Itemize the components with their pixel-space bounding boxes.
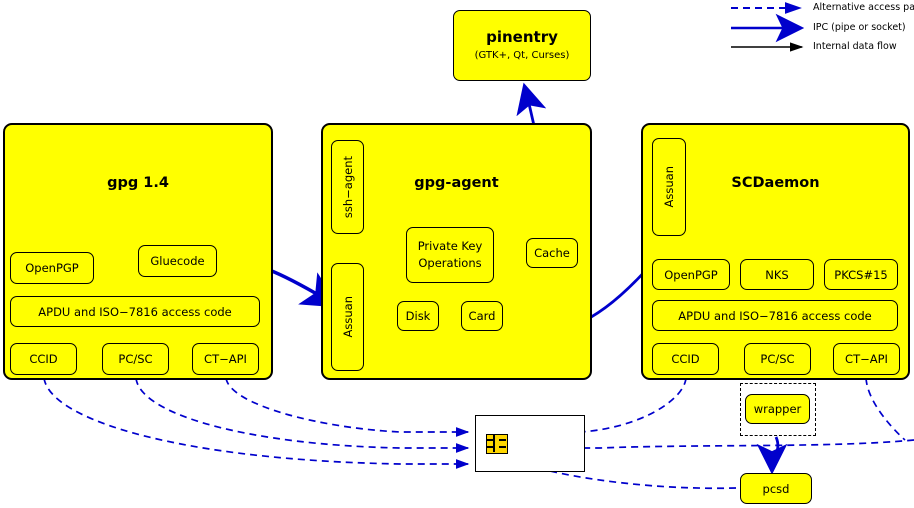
scdaemon-ctapi-label: CT−API (845, 352, 888, 366)
scdaemon-title: SCDaemon (731, 175, 820, 191)
gpgagent-title: gpg-agent (414, 175, 499, 191)
gpg-pcsc-label: PC/SC (118, 352, 153, 366)
wrapper-group (740, 383, 816, 436)
scdaemon-openpgp-box[interactable]: OpenPGP (652, 259, 730, 290)
gpgagent-ssh-agent-box[interactable]: ssh−agent (331, 140, 364, 234)
gpg-apdu-label: APDU and ISO−7816 access code (38, 304, 232, 319)
scdaemon-nks-box[interactable]: NKS (740, 259, 814, 290)
pcsd-box[interactable]: pcsd (740, 473, 812, 504)
scdaemon-pcsc-label: PC/SC (760, 352, 795, 366)
smartcard-chip-contact (493, 434, 495, 452)
scdaemon-apdu-label: APDU and ISO−7816 access code (678, 308, 872, 323)
gpg-openpgp-label: OpenPGP (25, 261, 79, 275)
gpgagent-disk-label: Disk (405, 309, 431, 323)
scdaemon-ccid-box[interactable]: CCID (652, 343, 719, 375)
gpgagent-card-label: Card (468, 309, 496, 323)
scdaemon-ccid-label: CCID (671, 352, 700, 366)
pinentry-title: pinentry (486, 28, 558, 47)
pinentry-box[interactable]: pinentry (GTK+, Qt, Curses) (453, 10, 591, 81)
scdaemon-pkcs15-label: PKCS#15 (834, 267, 888, 282)
gpgagent-assuan-label: Assuan (340, 296, 355, 338)
gpg-openpgp-box[interactable]: OpenPGP (10, 252, 94, 284)
gpg-pcsc-box[interactable]: PC/SC (102, 343, 169, 375)
scdaemon-pkcs15-box[interactable]: PKCS#15 (824, 259, 898, 290)
wrapper-box[interactable]: wrapper (745, 394, 810, 424)
gpg-ccid-box[interactable]: CCID (10, 343, 77, 375)
scdaemon-openpgp-label: OpenPGP (664, 267, 718, 282)
smartcard-chip-contact (499, 439, 506, 441)
scdaemon-pcsc-box[interactable]: PC/SC (744, 343, 811, 375)
gpg-ccid-label: CCID (29, 352, 58, 366)
gpgagent-assuan-box[interactable]: Assuan (331, 263, 364, 371)
legend-item-alt-access: Alternative access paths (813, 2, 914, 13)
smartcard-chip-contact (499, 446, 506, 448)
scdaemon-nks-label: NKS (765, 267, 789, 282)
pcsd-label: pcsd (762, 481, 790, 496)
gpgagent-cache-box[interactable]: Cache (526, 238, 578, 268)
smartcard-chip-contact (486, 446, 494, 448)
smartcard-chip-icon (486, 434, 508, 454)
gpg-ctapi-label: CT−API (204, 352, 247, 366)
gpgagent-card-box[interactable]: Card (461, 301, 503, 331)
gpg-title: gpg 1.4 (107, 175, 169, 191)
gpg-apdu-box[interactable]: APDU and ISO−7816 access code (10, 296, 260, 327)
scdaemon-apdu-box[interactable]: APDU and ISO−7816 access code (652, 300, 898, 331)
legend-item-ipc: IPC (pipe or socket) (813, 22, 906, 33)
gpgagent-pko-line2: Operations (418, 256, 482, 270)
legend-item-internal-flow: Internal data flow (813, 41, 897, 52)
gpg-gluecode-label: Gluecode (150, 254, 205, 268)
scdaemon-assuan-box[interactable]: Assuan (652, 138, 686, 236)
scdaemon-assuan-label: Assuan (662, 166, 676, 208)
gpg-gluecode-box[interactable]: Gluecode (138, 245, 217, 277)
gpgagent-private-key-ops-box[interactable]: Private Key Operations (406, 227, 494, 283)
gpg-ctapi-box[interactable]: CT−API (192, 343, 259, 375)
scdaemon-ctapi-box[interactable]: CT−API (833, 343, 900, 375)
pinentry-subtitle: (GTK+, Qt, Curses) (474, 50, 570, 62)
gpgagent-pko-line1: Private Key (417, 239, 483, 254)
gpgagent-disk-box[interactable]: Disk (397, 301, 439, 331)
wrapper-label: wrapper (753, 402, 802, 416)
gpgagent-cache-label: Cache (534, 246, 570, 260)
smartcard-chip-contact (486, 439, 494, 441)
gpgagent-ssh-agent-label: ssh−agent (340, 155, 355, 219)
